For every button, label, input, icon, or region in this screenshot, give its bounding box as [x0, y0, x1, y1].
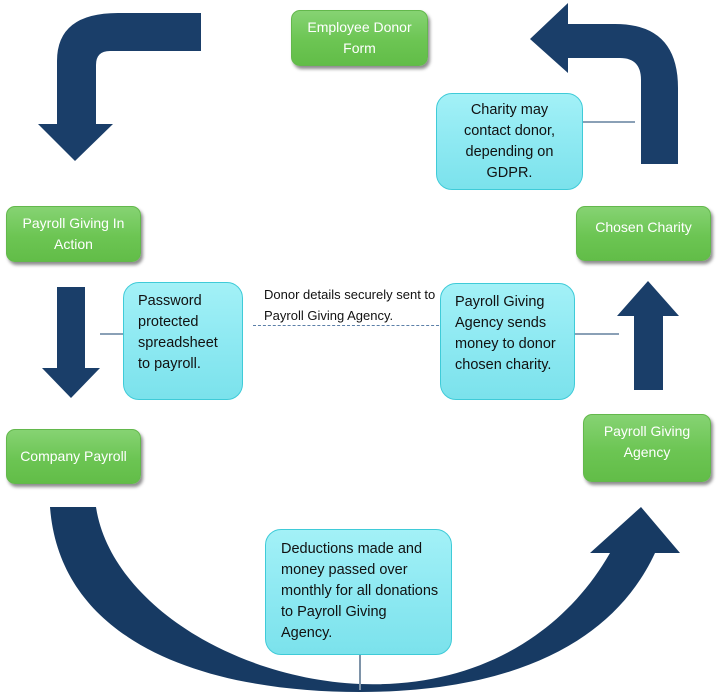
connector-line: [359, 655, 361, 690]
note-text: Payroll Giving Agency sends money to don…: [455, 294, 556, 373]
arrow-up-icon: [617, 281, 679, 390]
curved-arrow-u-icon: [50, 507, 680, 692]
step-label: Employee Donor Form: [307, 19, 412, 56]
curved-arrow-up-left-icon: [530, 3, 678, 164]
note-agency-sends: Payroll Giving Agency sends money to don…: [440, 283, 575, 400]
step-label: Company Payroll: [20, 448, 127, 464]
step-label: Payroll Giving In Action: [22, 215, 125, 252]
note-text: Charity may contact donor, depending on …: [463, 102, 556, 181]
dashed-connector: [253, 325, 444, 326]
step-label: Chosen Charity: [595, 219, 692, 235]
curved-arrow-down-left-icon: [38, 13, 201, 161]
connector-line: [575, 333, 619, 335]
step-payroll-giving-in-action: Payroll Giving In Action: [6, 206, 141, 262]
step-company-payroll: Company Payroll: [6, 429, 141, 484]
connector-line: [583, 121, 635, 123]
step-employee-donor-form: Employee Donor Form: [291, 10, 428, 66]
note-text: Deductions made and money passed over mo…: [281, 541, 439, 641]
note-charity-contact: Charity may contact donor, depending on …: [436, 93, 583, 190]
note-text: Password protected spreadsheet to payrol…: [138, 293, 218, 372]
arrow-down-icon: [42, 287, 100, 398]
step-chosen-charity: Chosen Charity: [576, 206, 711, 261]
step-label: Payroll Giving Agency: [603, 423, 691, 460]
note-deductions: Deductions made and money passed over mo…: [265, 529, 452, 655]
note-donor-details: Donor details securely sent to Payroll G…: [264, 284, 444, 326]
step-payroll-giving-agency: Payroll Giving Agency: [583, 414, 711, 482]
connector-line: [100, 333, 124, 335]
note-password-spreadsheet: Password protected spreadsheet to payrol…: [123, 282, 243, 400]
note-text: Donor details securely sent to Payroll G…: [264, 287, 436, 323]
